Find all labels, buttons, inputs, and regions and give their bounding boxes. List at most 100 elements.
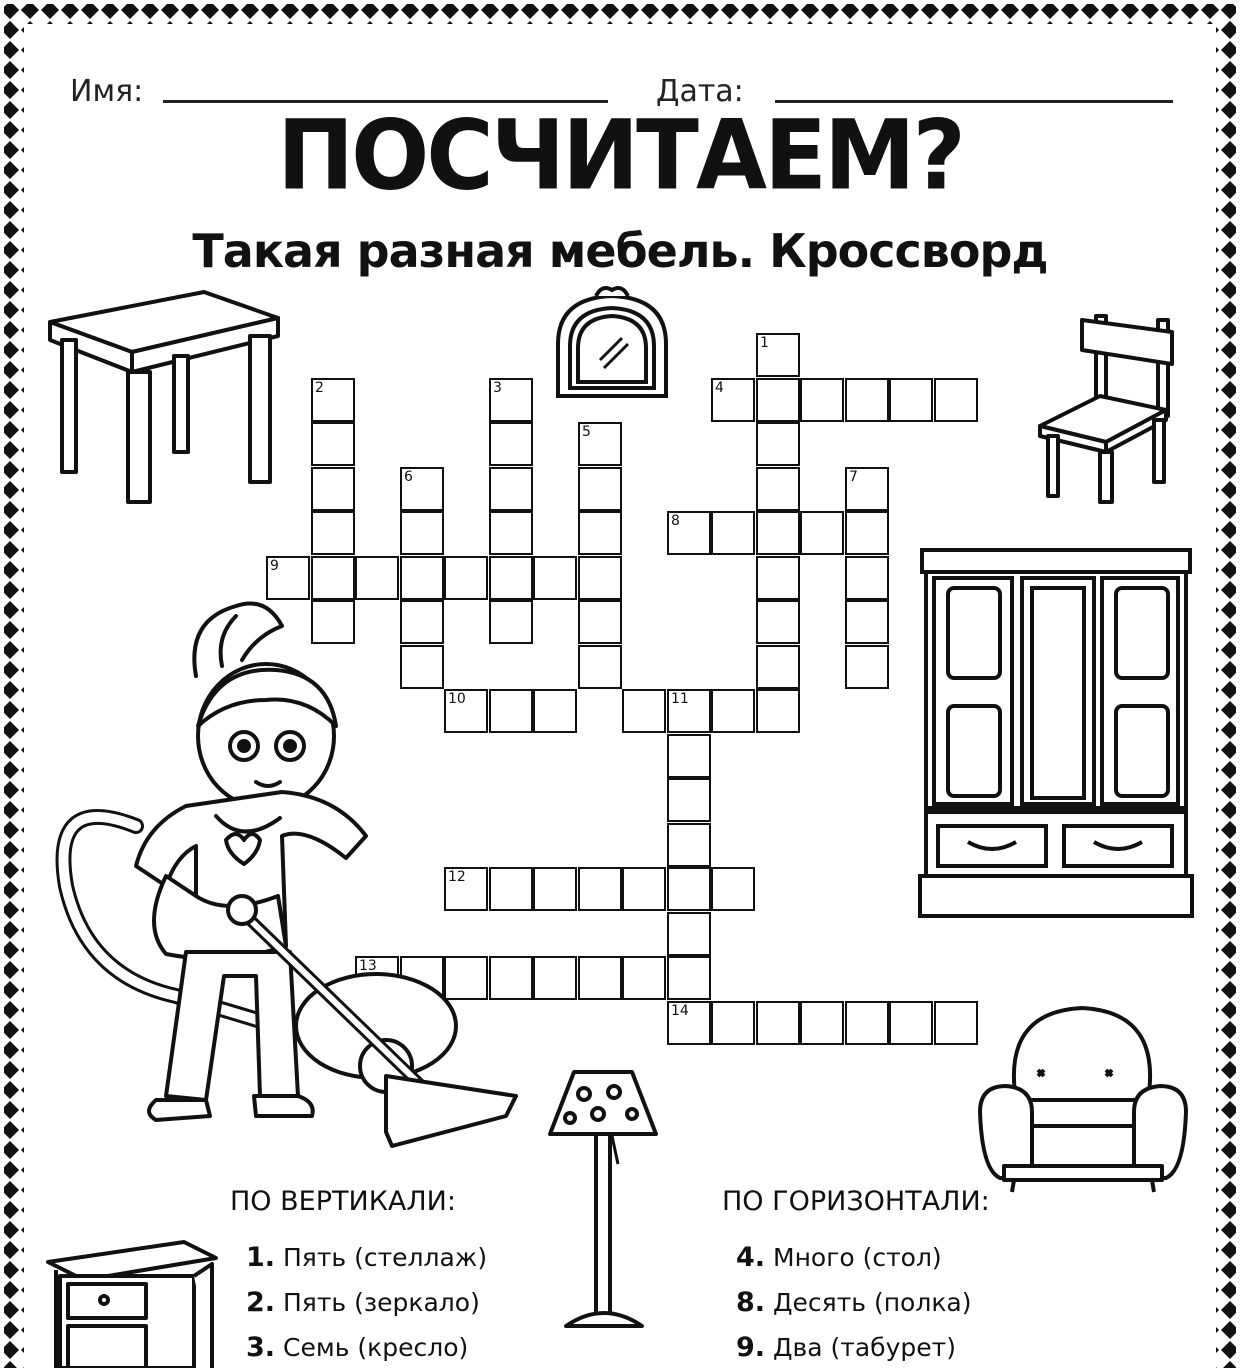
crossword-cell[interactable]: 8 [667,511,711,555]
crossword-cell[interactable] [756,422,800,466]
crossword-cell[interactable] [800,1001,844,1045]
crossword-cell[interactable]: 9 [266,556,310,600]
clue-number: 8. [736,1287,766,1318]
crossword-cell[interactable] [934,378,978,422]
crossword-cell[interactable] [533,689,577,733]
crossword-cell[interactable] [355,556,399,600]
crossword-cell[interactable] [622,689,666,733]
crossword-cell[interactable] [711,511,755,555]
crossword-cell[interactable] [756,556,800,600]
crossword-cell[interactable] [889,378,933,422]
crossword-cell[interactable] [533,867,577,911]
crossword-clue-number: 7 [849,469,858,485]
crossword-cell[interactable]: 6 [400,467,444,511]
crossword-cell[interactable] [489,689,533,733]
crossword-cell[interactable] [489,956,533,1000]
crossword-cell[interactable] [756,689,800,733]
crossword-cell[interactable]: 4 [711,378,755,422]
crossword-cell[interactable] [578,956,622,1000]
crossword-cell[interactable] [756,1001,800,1045]
crossword-cell[interactable]: 1 [756,333,800,377]
crossword-cell[interactable] [622,867,666,911]
name-field-line[interactable] [163,100,608,103]
across-clue-9: 9. Два (табурет) [736,1332,956,1363]
crossword-cell[interactable] [489,467,533,511]
clue-text: Семь (кресло) [283,1333,469,1362]
crossword-cell[interactable] [311,556,355,600]
crossword-cell[interactable] [756,467,800,511]
crossword-cell[interactable] [311,511,355,555]
crossword-cell[interactable] [756,378,800,422]
crossword-cell[interactable] [489,511,533,555]
crossword-cell[interactable] [489,556,533,600]
crossword-cell[interactable] [311,467,355,511]
crossword-cell[interactable] [667,778,711,822]
crossword-clue-number: 1 [760,335,769,351]
crossword-cell[interactable] [711,1001,755,1045]
crossword-cell[interactable] [444,556,488,600]
table-icon [48,290,280,504]
crossword-cell[interactable] [400,600,444,644]
crossword-cell[interactable]: 12 [444,867,488,911]
crossword-cell[interactable] [533,956,577,1000]
crossword-cell[interactable] [800,378,844,422]
clue-number: 4. [736,1242,766,1273]
crossword-cell[interactable] [667,734,711,778]
crossword-clue-number: 12 [448,869,466,885]
crossword-cell[interactable] [578,467,622,511]
crossword-cell[interactable] [756,511,800,555]
crossword-cell[interactable] [845,1001,889,1045]
crossword-cell[interactable] [845,378,889,422]
crossword-cell[interactable] [578,511,622,555]
clue-number: 1. [246,1242,276,1273]
crossword-clue-number: 14 [671,1003,689,1019]
crossword-cell[interactable] [889,1001,933,1045]
crossword-cell[interactable] [489,422,533,466]
crossword-cell[interactable] [845,556,889,600]
crossword-cell[interactable] [711,689,755,733]
crossword-cell[interactable]: 5 [578,422,622,466]
crossword-cell[interactable] [667,867,711,911]
crossword-cell[interactable] [756,645,800,689]
crossword-cell[interactable]: 11 [667,689,711,733]
crossword-clue-number: 8 [671,513,680,529]
crossword-cell[interactable] [578,556,622,600]
crossword-clue-number: 10 [448,691,466,707]
crossword-cell[interactable] [400,645,444,689]
crossword-cell[interactable] [400,511,444,555]
crossword-cell[interactable] [578,867,622,911]
crossword-cell[interactable] [845,511,889,555]
crossword-cell[interactable] [667,823,711,867]
crossword-cell[interactable] [311,422,355,466]
crossword-cell[interactable] [578,600,622,644]
crossword-cell[interactable] [533,556,577,600]
crossword-cell[interactable] [400,556,444,600]
crossword-cell[interactable] [489,867,533,911]
down-clue-1: 1. Пять (стеллаж) [246,1242,487,1273]
crossword-cell[interactable]: 10 [444,689,488,733]
crossword-cell[interactable]: 2 [311,378,355,422]
crossword-cell[interactable] [489,600,533,644]
crossword-cell[interactable] [622,956,666,1000]
across-clues-title: ПО ГОРИЗОНТАЛИ: [722,1186,990,1217]
clue-text: Пять (зеркало) [283,1288,480,1317]
crossword-cell[interactable]: 3 [489,378,533,422]
girl-vacuum-icon [55,601,518,1148]
crossword-cell[interactable] [800,511,844,555]
crossword-cell[interactable] [667,912,711,956]
crossword-cell[interactable] [311,600,355,644]
crossword-cell[interactable] [444,956,488,1000]
crossword-cell[interactable] [711,867,755,911]
crossword-cell[interactable] [845,600,889,644]
crossword-cell[interactable] [934,1001,978,1045]
crossword-cell[interactable] [845,645,889,689]
crossword-cell[interactable] [756,600,800,644]
clue-number: 2. [246,1287,276,1318]
crossword-cell[interactable]: 14 [667,1001,711,1045]
crossword-cell[interactable] [578,645,622,689]
crossword-cell[interactable] [667,956,711,1000]
date-field-line[interactable] [775,100,1173,103]
crossword-cell[interactable]: 7 [845,467,889,511]
down-clue-3: 3. Семь (кресло) [246,1332,468,1363]
